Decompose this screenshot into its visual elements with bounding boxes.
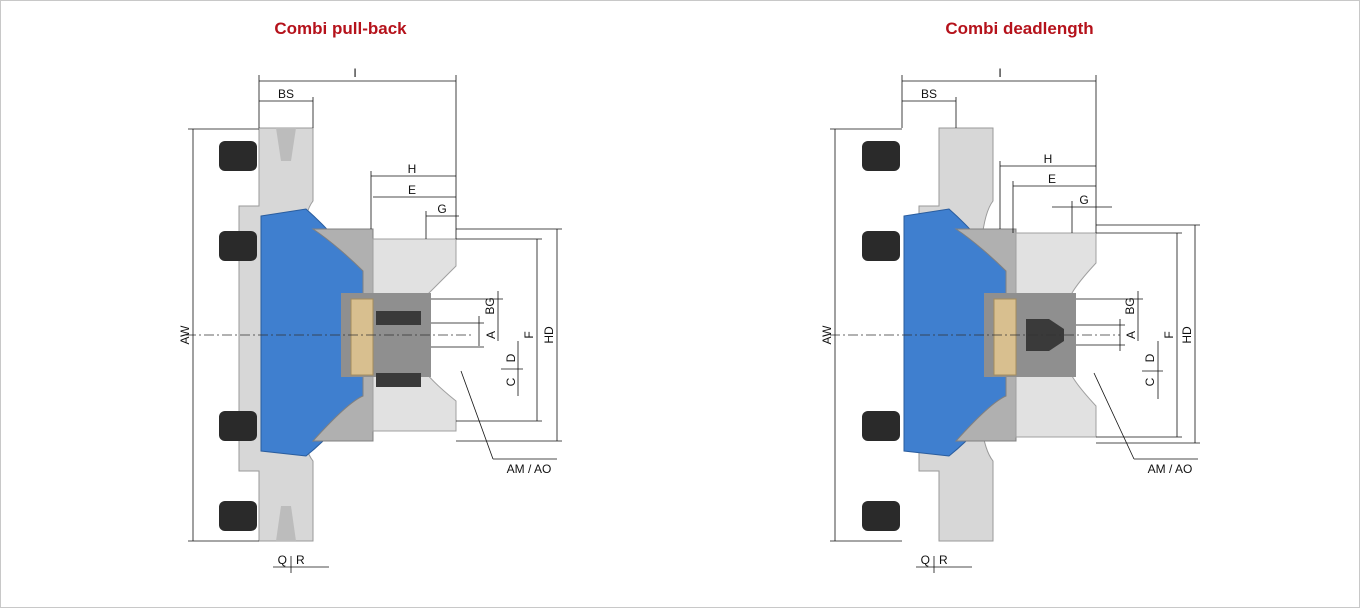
dim-label-i: I bbox=[998, 66, 1001, 80]
stop-pin bbox=[1026, 319, 1064, 351]
flange-groove bbox=[276, 128, 296, 161]
diagram-title: Combi deadlength bbox=[945, 19, 1094, 38]
chuck-illustration bbox=[862, 127, 1097, 542]
dim-label-d: D bbox=[504, 353, 518, 362]
chuck-illustration bbox=[219, 127, 457, 542]
dim-label-bg: BG bbox=[1123, 297, 1137, 314]
dim-label-r: R bbox=[939, 553, 948, 567]
dim-label-f: F bbox=[1162, 331, 1176, 338]
clamp-knobs bbox=[862, 141, 900, 531]
dim-label-g: G bbox=[437, 202, 446, 216]
dim-label-c: C bbox=[1143, 377, 1157, 386]
dim-label-bs: BS bbox=[921, 87, 937, 101]
dimension-lines bbox=[830, 75, 1200, 573]
collet-segment bbox=[993, 298, 1017, 376]
dim-label-hd: HD bbox=[1180, 326, 1194, 344]
collet-segment bbox=[350, 298, 374, 376]
panel-combi-deadlength: Combi deadlength bbox=[680, 1, 1359, 607]
dim-label-bg: BG bbox=[483, 297, 497, 314]
dim-label-g: G bbox=[1079, 193, 1088, 207]
dim-label-q: Q bbox=[278, 553, 287, 567]
dim-label-c: C bbox=[504, 377, 518, 386]
dimension-lines bbox=[188, 75, 562, 573]
dim-label-h: H bbox=[1044, 152, 1053, 166]
dim-label-am-ao: AM / AO bbox=[1148, 462, 1193, 476]
dim-label-a: A bbox=[484, 331, 498, 339]
housing-body bbox=[311, 228, 374, 442]
housing-body bbox=[954, 228, 1017, 442]
dim-label-i: I bbox=[353, 66, 356, 80]
dim-label-aw: AW bbox=[820, 325, 834, 345]
dim-label-d: D bbox=[1143, 353, 1157, 362]
diagram-title: Combi pull-back bbox=[274, 19, 407, 38]
dim-label-e: E bbox=[408, 183, 416, 197]
dim-label-aw: AW bbox=[178, 325, 192, 345]
dim-label-q: Q bbox=[921, 553, 930, 567]
panel-combi-pull-back: Combi pull-back bbox=[1, 1, 680, 607]
jaw-lower bbox=[376, 373, 421, 387]
dim-label-e: E bbox=[1048, 172, 1056, 186]
chuck-diagram-pull-back: I BS H E G AW HD F BG A D C AM / AO Q R bbox=[178, 66, 562, 573]
dim-label-am-ao: AM / AO bbox=[507, 462, 552, 476]
dim-label-f: F bbox=[522, 331, 536, 338]
jaw-upper bbox=[376, 311, 421, 325]
dim-label-bs: BS bbox=[278, 87, 294, 101]
dimension-labels: I BS H E G AW HD F BG A D C AM / AO Q R bbox=[178, 66, 556, 567]
dimension-labels: I BS H E G AW HD F BG A D C AM / AO Q R bbox=[820, 66, 1194, 567]
chuck-diagram-deadlength: I BS H E G AW HD F BG A D C AM / AO Q R bbox=[820, 66, 1200, 573]
dim-label-h: H bbox=[408, 162, 417, 176]
clamp-knobs bbox=[219, 141, 257, 531]
dim-label-r: R bbox=[296, 553, 305, 567]
flange-groove bbox=[276, 506, 296, 541]
dim-label-hd: HD bbox=[542, 326, 556, 344]
dim-label-a: A bbox=[1124, 331, 1138, 339]
